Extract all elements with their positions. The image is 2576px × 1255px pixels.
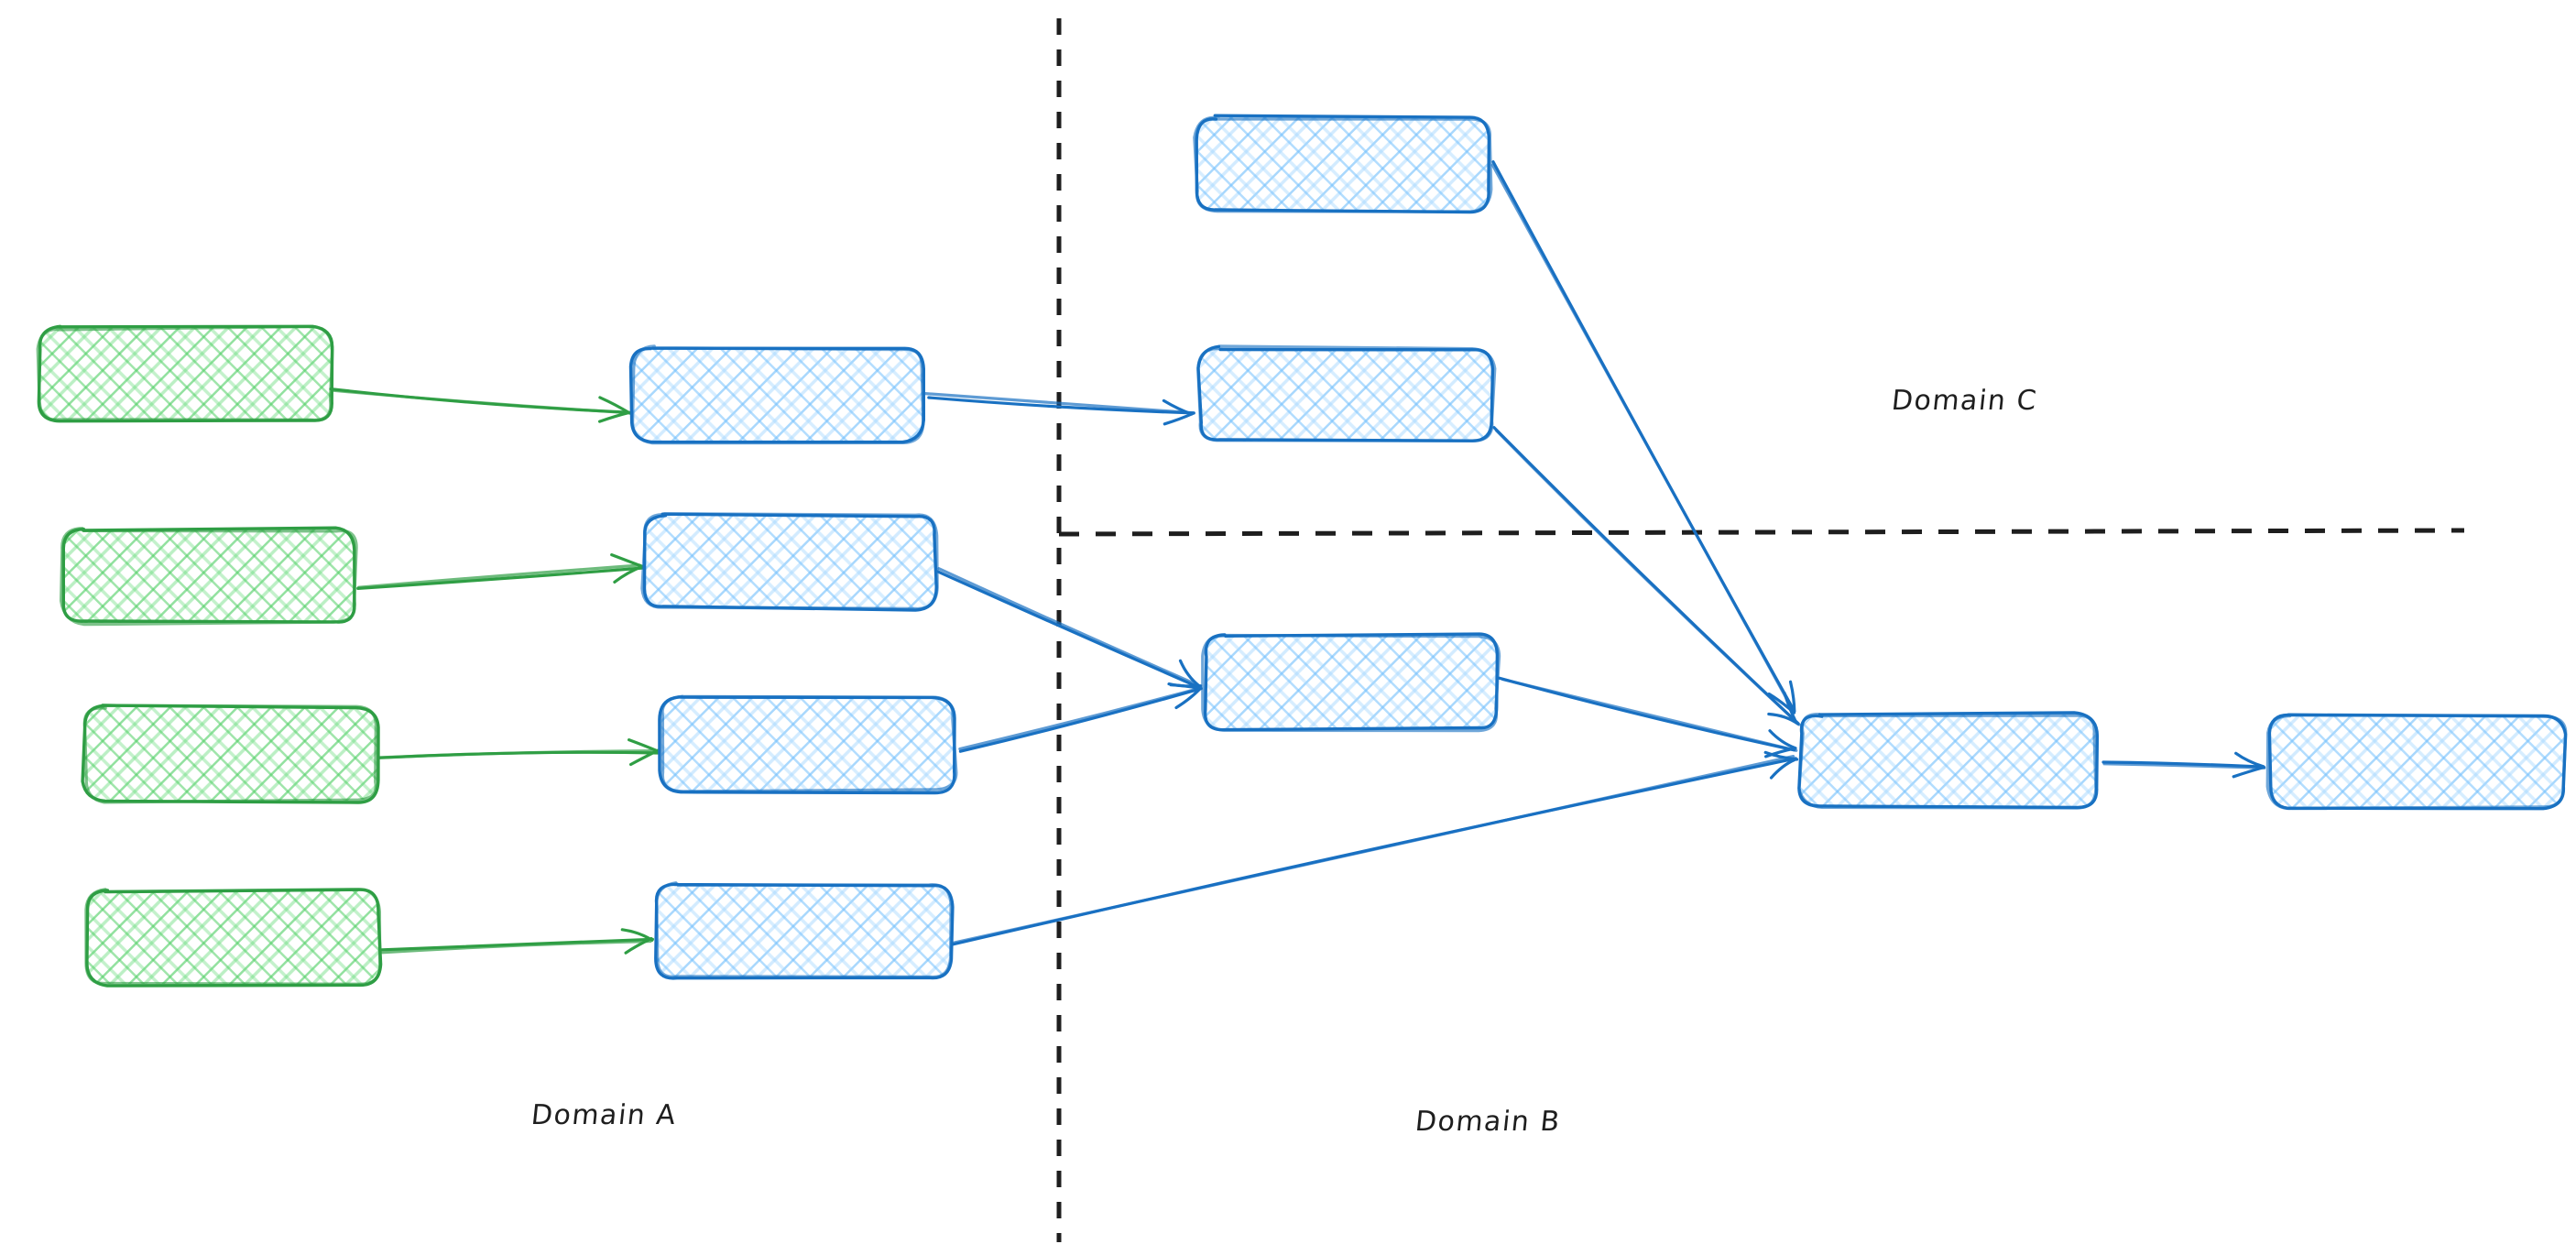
node-out[interactable]: [2265, 713, 2568, 811]
edges-layer: [329, 160, 2266, 955]
node-fill: [86, 890, 379, 984]
edge-c3-to-hub: [1497, 676, 1798, 758]
node-fill: [656, 885, 951, 978]
node-c1[interactable]: [1193, 114, 1493, 214]
node-outline: [1201, 633, 1501, 733]
node-fill: [1196, 117, 1490, 211]
node-fill: [644, 515, 935, 608]
edge-a2-to-b2: [356, 553, 645, 590]
node-outline: [1196, 344, 1497, 442]
node-a1[interactable]: [36, 324, 334, 423]
node-b4[interactable]: [654, 881, 955, 980]
node-fill: [661, 698, 955, 791]
edge-b4-to-hub: [952, 750, 1799, 946]
edge-b2-to-c3: [936, 567, 1203, 689]
node-outline: [84, 888, 382, 987]
node-a2[interactable]: [60, 526, 358, 627]
node-outline: [82, 704, 378, 804]
node-outline: [1193, 115, 1493, 213]
edge-a3-to-b3: [377, 738, 660, 767]
node-fill: [1200, 348, 1493, 442]
node-b1[interactable]: [628, 344, 925, 445]
edge-b3-to-c3: [958, 683, 1203, 753]
nodes-layer: [36, 114, 2568, 988]
node-outline: [640, 512, 939, 611]
node-a3[interactable]: [81, 704, 380, 804]
node-outline: [60, 527, 358, 627]
node-fill: [38, 328, 332, 421]
node-fill: [2269, 715, 2564, 808]
edge-c1-to-hub: [1490, 160, 1796, 715]
node-fill: [632, 348, 923, 442]
domain-a-label: Domain A: [529, 1099, 679, 1131]
node-outline: [1797, 713, 2098, 810]
node-c3[interactable]: [1201, 632, 1501, 733]
domain-dividers: [1056, 18, 2465, 1242]
edge-a4-to-b4: [380, 928, 654, 955]
node-b2[interactable]: [640, 512, 939, 612]
node-fill: [1205, 636, 1498, 729]
node-fill: [62, 529, 355, 623]
node-outline: [655, 881, 953, 979]
node-c2[interactable]: [1196, 344, 1497, 442]
node-a4[interactable]: [84, 888, 383, 988]
node-outline: [660, 694, 958, 793]
node-fill: [1801, 715, 2096, 808]
edge-b1-to-c2: [923, 392, 1195, 426]
node-outline: [630, 344, 925, 445]
edge-c2-to-hub: [1492, 426, 1801, 726]
node-fill: [84, 707, 377, 801]
domain-c-label: Domain C: [1890, 385, 2039, 417]
node-outline: [2265, 713, 2568, 811]
edge-a1-to-b1: [329, 387, 631, 423]
domain-b-label: Domain B: [1414, 1106, 1563, 1138]
node-b3[interactable]: [658, 694, 958, 795]
divider-horizontal: [1058, 528, 2465, 537]
node-outline: [36, 324, 334, 422]
node-hub[interactable]: [1797, 711, 2100, 810]
edge-hub-to-out: [2101, 751, 2266, 779]
